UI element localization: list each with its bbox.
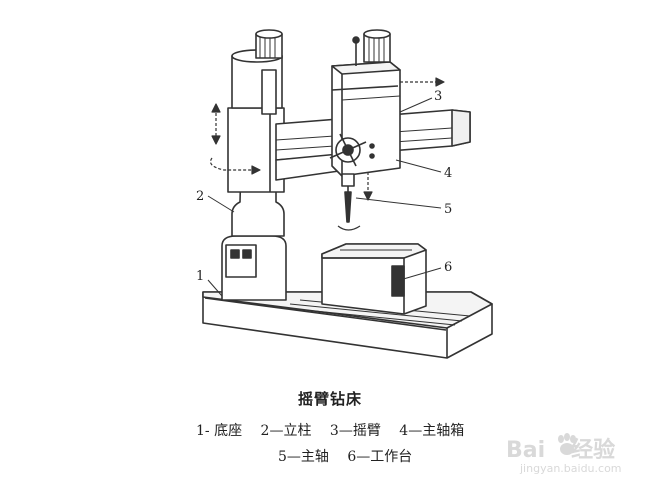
legend-item-worktable: 6—工作台 <box>347 449 413 465</box>
legend-item-spindle-head: 4—主轴箱 <box>399 423 465 439</box>
leader-lines <box>207 97 442 297</box>
watermark-brand-right: 经验 <box>571 438 616 463</box>
callout-6: 6 <box>444 260 452 275</box>
motion-arrows <box>209 77 445 231</box>
spindle-head <box>329 29 401 177</box>
callout-4: 4 <box>444 166 452 181</box>
watermark-brand-left: Bai <box>506 438 546 463</box>
callout-1: 1 <box>196 269 204 284</box>
legend-item-column: 2—立柱 <box>260 423 312 439</box>
legend-item-spindle: 5—主轴 <box>278 449 329 465</box>
spindle <box>341 173 355 223</box>
column-foot <box>221 235 287 301</box>
callout-2: 2 <box>196 189 204 204</box>
worktable <box>321 243 427 315</box>
callout-3: 3 <box>434 89 442 104</box>
baidu-jingyan-watermark: Bai 经验 jingyan.baidu.com <box>506 432 638 480</box>
legend-item-base: 1- 底座 <box>196 423 243 439</box>
legend-item-arm: 3—摇臂 <box>329 423 381 439</box>
figure-title: 摇臂钻床 <box>297 390 362 408</box>
watermark-brand: Bai 经验 <box>506 432 615 464</box>
paw-icon <box>558 433 576 455</box>
callout-5: 5 <box>444 202 452 217</box>
watermark-url: jingyan.baidu.com <box>520 462 622 475</box>
column <box>227 29 285 237</box>
legend-row-1: 1- 底座 2—立柱 3—摇臂 4—主轴箱 <box>196 420 478 440</box>
legend-row-2: 5—主轴 6—工作台 <box>278 446 426 466</box>
